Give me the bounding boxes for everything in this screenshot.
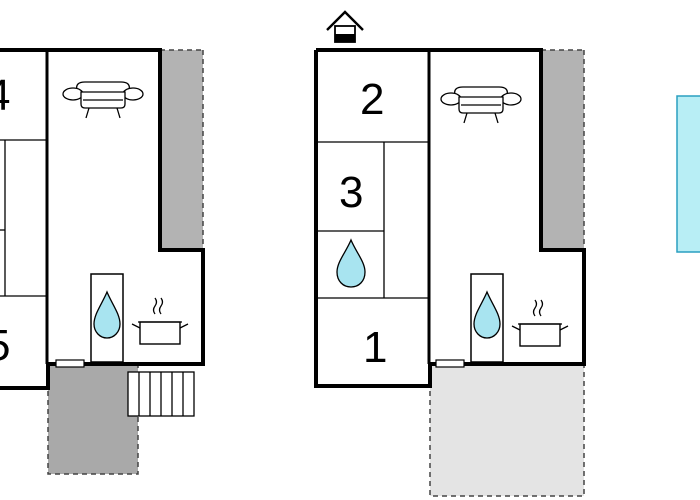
room-number-5: 5 — [0, 321, 10, 370]
cooking-pot-icon — [511, 299, 569, 347]
sofa-icon — [440, 86, 522, 124]
left-terrace — [48, 364, 138, 474]
pool-icon — [676, 95, 700, 253]
left-door-threshold — [55, 359, 85, 368]
right-terrace — [430, 364, 584, 496]
entrance-house-icon — [326, 10, 364, 43]
water-drop-icon — [90, 273, 124, 363]
right-unit: 2 3 1 — [314, 10, 586, 497]
right-side-strip — [541, 50, 584, 248]
sofa-icon — [62, 81, 144, 119]
cooking-pot-icon — [131, 297, 189, 345]
water-drop-icon — [470, 273, 504, 363]
left-side-strip — [160, 50, 203, 248]
right-door-threshold — [435, 359, 465, 368]
left-unit: 4 5 — [0, 48, 205, 475]
room-number-1: 1 — [363, 323, 387, 372]
stairs-icon — [127, 371, 195, 417]
room-number-2: 2 — [360, 75, 384, 124]
room-number-3: 3 — [339, 168, 363, 217]
water-drop-icon — [336, 238, 366, 288]
room-number-4: 4 — [0, 71, 10, 120]
